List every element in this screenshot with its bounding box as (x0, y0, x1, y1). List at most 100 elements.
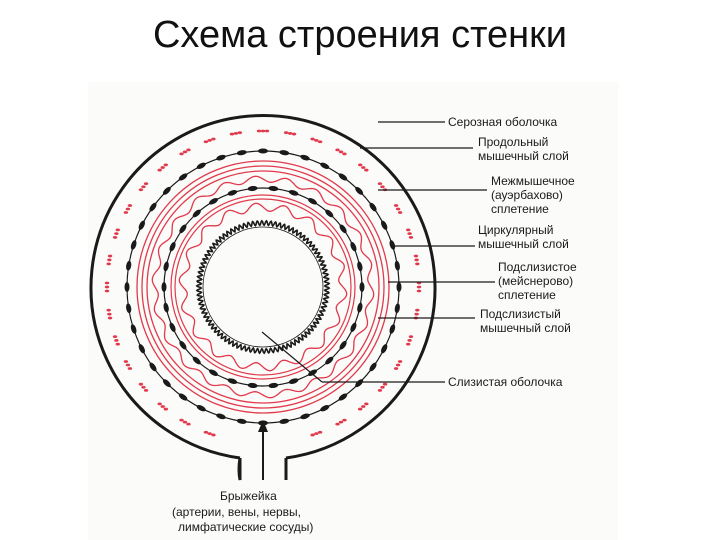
red-dot (408, 236, 414, 239)
red-dot (141, 185, 146, 189)
red-dot (416, 285, 422, 289)
label-mesentery-3: лимфатические сосуды) (178, 520, 313, 534)
mucosa-ring (195, 219, 331, 355)
red-dot (233, 131, 239, 135)
red-dot (207, 432, 212, 435)
bead (236, 150, 247, 156)
red-dot (160, 405, 165, 408)
red-dot (106, 308, 111, 312)
red-dot (163, 407, 168, 411)
bead (258, 148, 268, 154)
red-dot (416, 289, 422, 293)
red-dot (414, 312, 419, 316)
bead (288, 190, 299, 196)
bead (130, 324, 137, 334)
red-dot (163, 163, 168, 167)
label-submucosa-muscle-1: Подслизистый (480, 307, 561, 321)
red-dot (186, 422, 191, 426)
myenteric-plexus-wave (151, 175, 375, 399)
red-dot (393, 367, 399, 370)
label-mucosa: Слизистая оболочка (448, 375, 563, 389)
bead (339, 224, 347, 234)
red-dot (203, 140, 209, 144)
bead (325, 209, 334, 218)
red-dot (127, 367, 133, 370)
bead (394, 260, 400, 271)
bead (126, 260, 132, 271)
bead (192, 209, 201, 218)
red-dot (107, 254, 113, 258)
label-submucosa-muscle-2: мышечный слой (480, 321, 571, 335)
red-dot (291, 132, 297, 136)
bead (396, 282, 402, 292)
red-dot (358, 163, 363, 167)
bead (359, 282, 365, 292)
red-dot (317, 140, 323, 144)
bead (350, 322, 357, 332)
red-dot (406, 228, 411, 232)
red-dot (395, 207, 401, 211)
red-dot (317, 430, 323, 434)
bead (192, 356, 201, 365)
bead (208, 369, 219, 377)
bead (300, 413, 310, 420)
bead (288, 378, 299, 384)
bead (169, 322, 176, 332)
bead (338, 173, 348, 181)
red-dot (112, 335, 118, 338)
bead (126, 303, 132, 314)
bead (138, 344, 146, 354)
red-dot (358, 407, 363, 411)
bead (216, 154, 226, 161)
red-dot (114, 232, 119, 236)
bead (307, 369, 318, 377)
red-dot (138, 188, 144, 192)
red-dot (157, 168, 162, 172)
bead (389, 324, 396, 334)
bead (380, 344, 388, 354)
bead (196, 162, 206, 170)
bead (208, 197, 219, 205)
red-dot (264, 129, 270, 133)
red-ring-inner (170, 194, 356, 380)
red-dot (414, 258, 419, 262)
red-dot (380, 185, 385, 189)
red-dot (125, 207, 131, 211)
red-dot (260, 129, 266, 133)
lumen-edge (202, 226, 324, 348)
red-dot (115, 228, 120, 232)
red-dot (211, 137, 216, 141)
red-dot (141, 385, 146, 389)
bead (279, 418, 290, 424)
bead (178, 393, 188, 401)
red-dot (112, 236, 118, 239)
red-dot (377, 182, 383, 186)
bead (216, 413, 226, 420)
bead (247, 382, 258, 388)
label-submucosal-plexus-1: Подслизистое (498, 260, 577, 274)
red-dot (393, 204, 399, 207)
red-dot (104, 289, 110, 293)
bead (130, 240, 137, 250)
leader-lines (261, 121, 495, 383)
red-dot (106, 262, 111, 266)
red-dot (397, 211, 403, 214)
red-dot (314, 432, 319, 435)
red-dot (342, 152, 347, 156)
red-dot (408, 335, 414, 338)
bead (268, 186, 279, 192)
red-dot (287, 131, 293, 135)
bead (279, 150, 290, 156)
bead (149, 362, 157, 372)
label-submucosal-plexus-3: сплетение (498, 288, 556, 302)
red-dot (143, 182, 149, 186)
bead (196, 404, 206, 412)
submucosal-plexus-wave (178, 202, 348, 372)
red-ring (136, 160, 390, 414)
red-dot (104, 285, 110, 289)
bead (320, 162, 330, 170)
bead (369, 202, 377, 212)
label-serosa: Серозная оболочка (448, 115, 557, 129)
label-myenteric-2: (ауэрбахово) (491, 188, 563, 202)
